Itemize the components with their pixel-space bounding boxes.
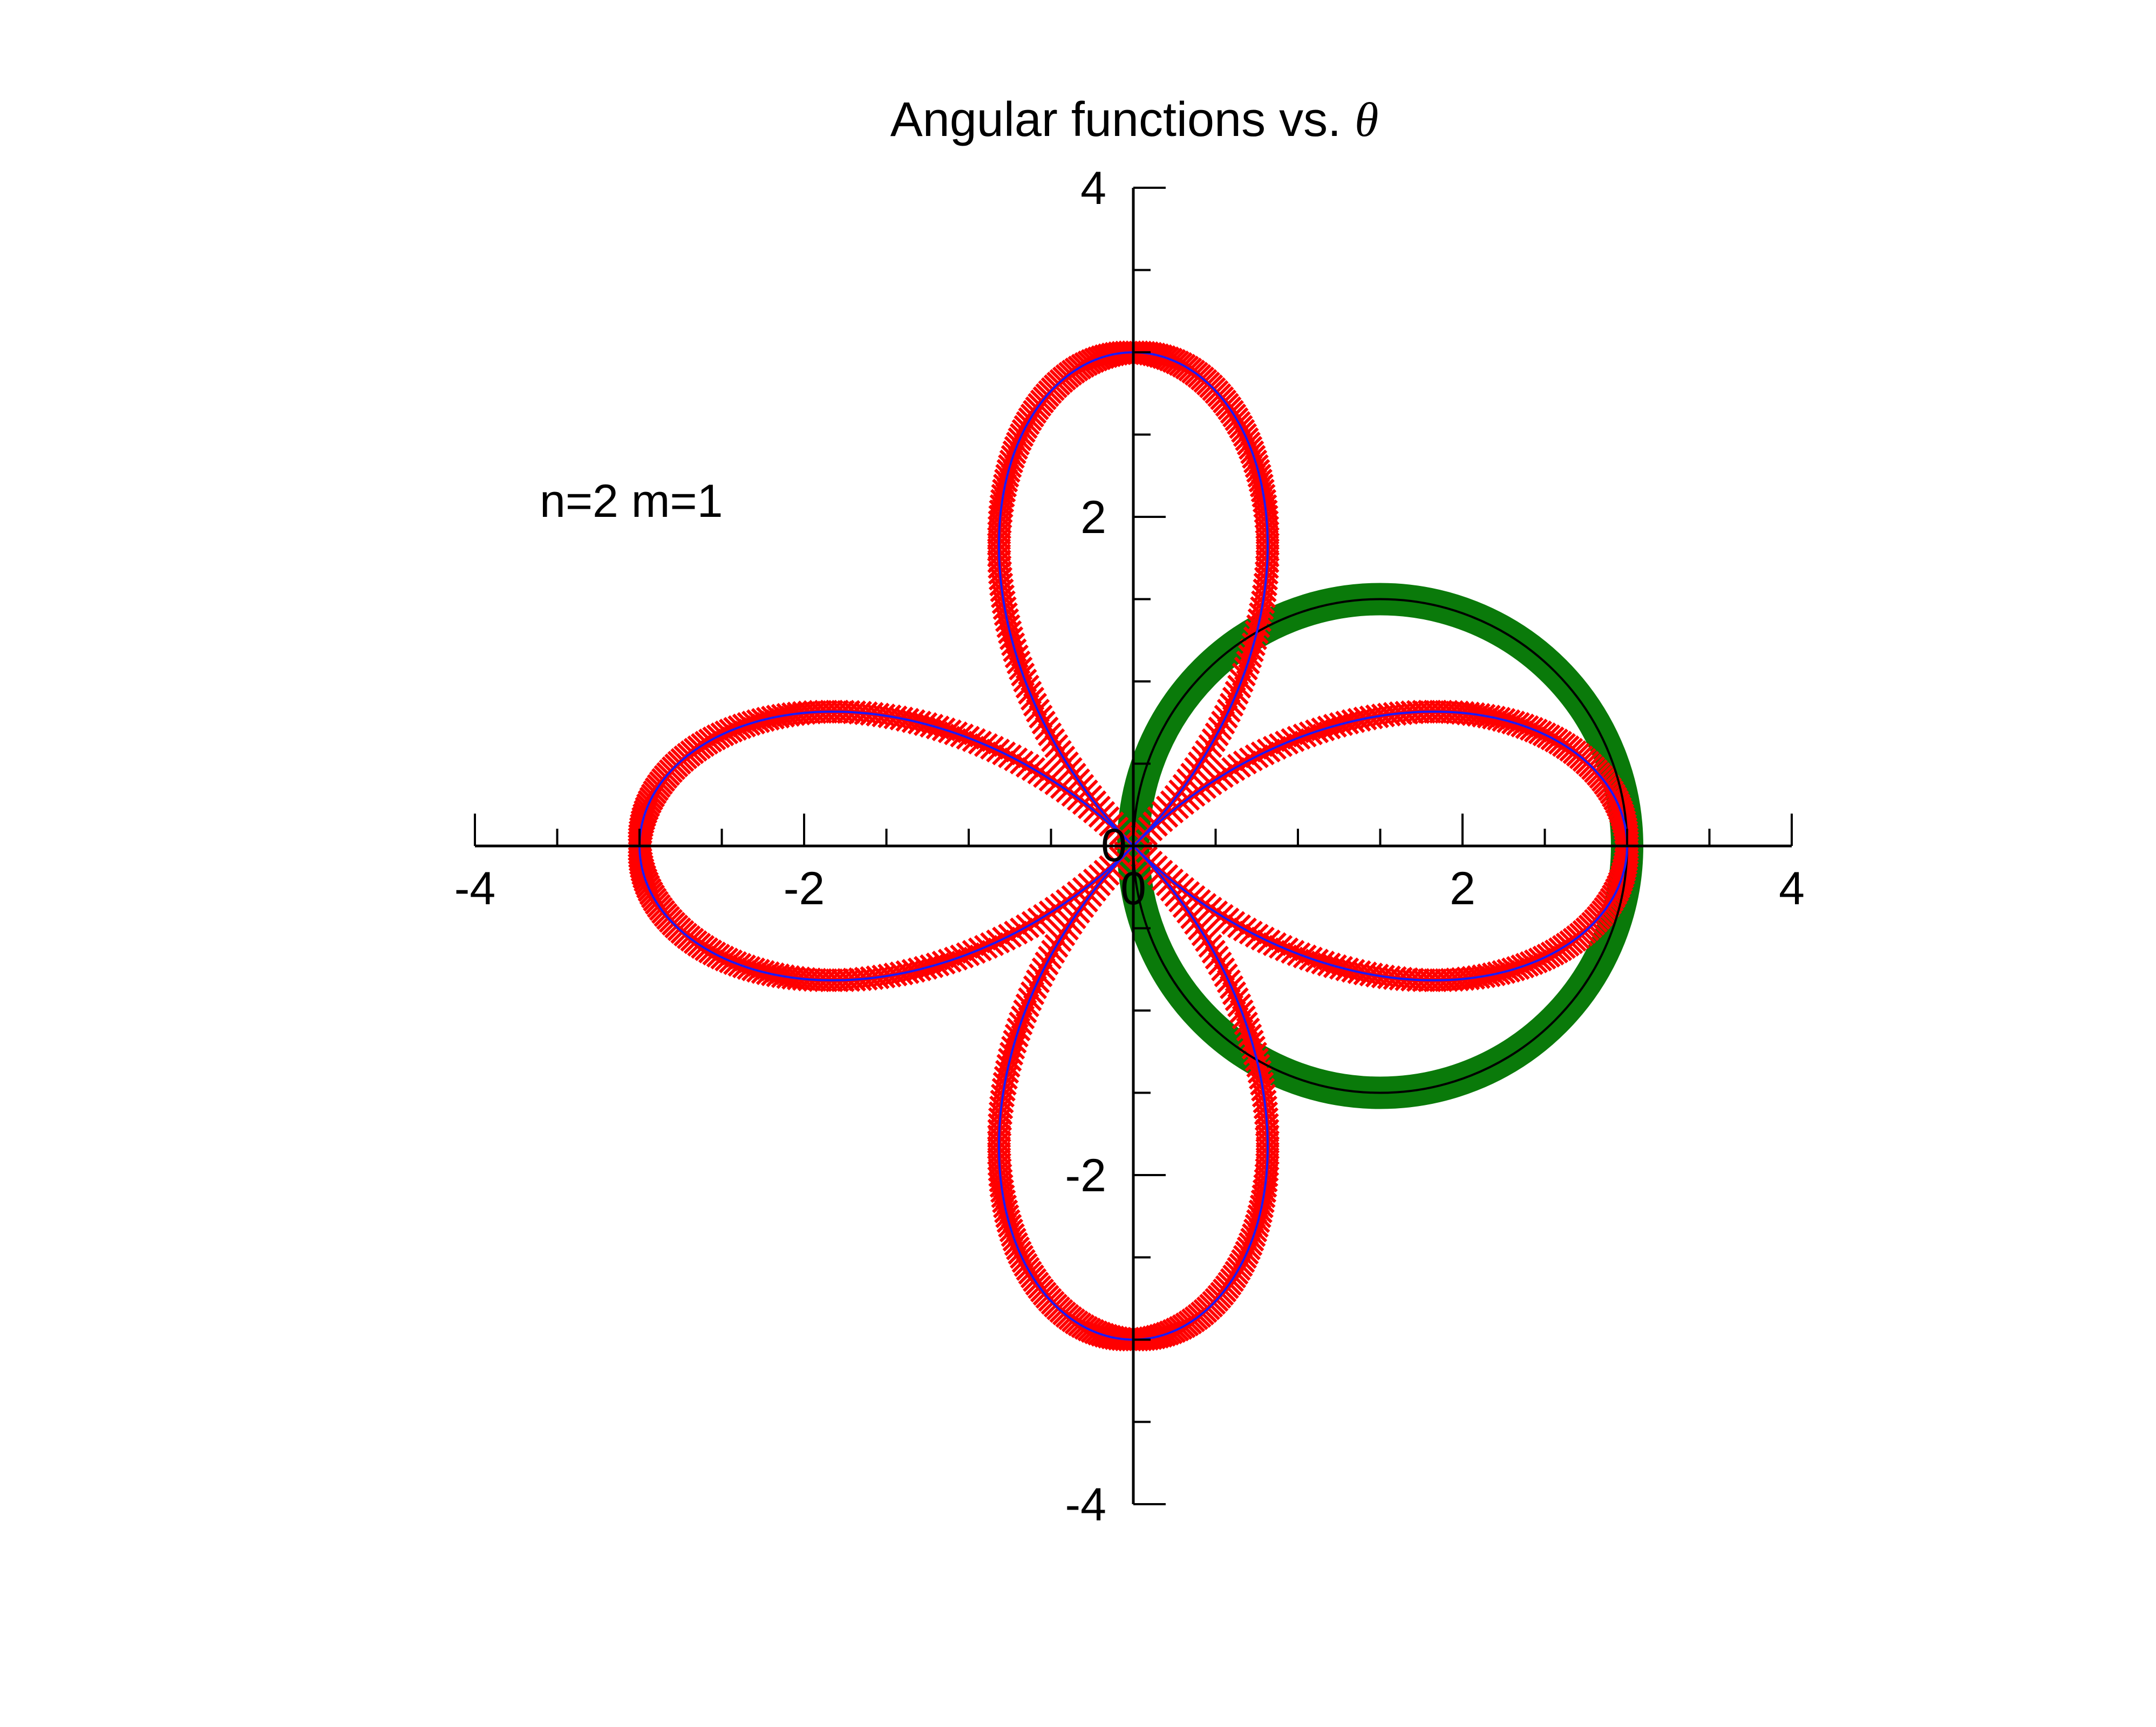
- chart-annotation: n=2 m=1: [540, 475, 723, 527]
- y-tick-label: -4: [1065, 1479, 1106, 1531]
- x-tick-label: 4: [1779, 863, 1805, 914]
- chart-title-text: Angular functions vs.: [890, 93, 1355, 147]
- y-tick-label: 2: [1080, 492, 1106, 543]
- x-tick-label: -2: [784, 863, 825, 914]
- y-tick-label: -2: [1065, 1150, 1106, 1202]
- x-tick-label: 0: [1120, 863, 1146, 914]
- x-tick-label: -4: [454, 863, 495, 914]
- chart-title: Angular functions vs. θ: [890, 93, 1379, 147]
- chart-title-symbol: θ: [1355, 93, 1378, 147]
- x-tick-label: 2: [1450, 863, 1475, 914]
- y-tick-label: 4: [1080, 162, 1106, 214]
- axes-layer: -4 -2 0 2 4 -4 -2 2 4 0: [454, 162, 1805, 1531]
- origin-label: 0: [1101, 820, 1127, 871]
